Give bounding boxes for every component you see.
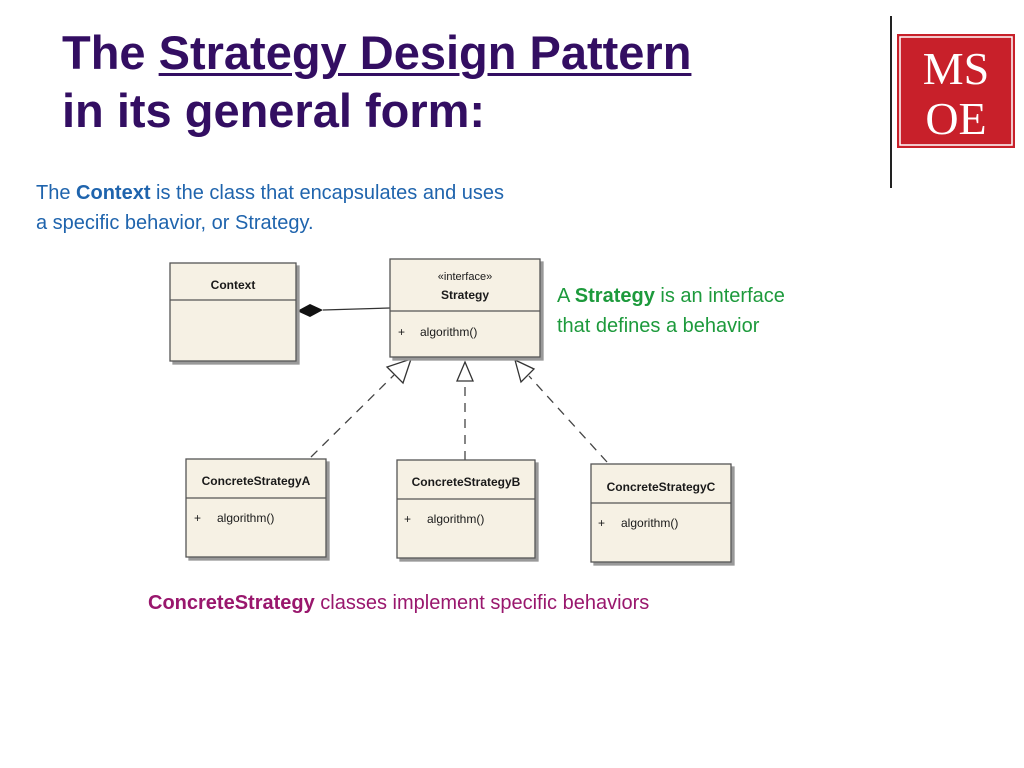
context-caption-pre: The [36, 182, 77, 204]
concrete-strategy-b-operation: algorithm() [427, 512, 484, 526]
concrete-strategy-c-operation: algorithm() [621, 516, 678, 530]
strategy-class-name: Strategy [441, 288, 489, 302]
concrete-strategy-a-operation: algorithm() [217, 511, 274, 525]
context-class-name: Context [211, 278, 256, 292]
strategy-caption-rest: is an interface [654, 285, 785, 307]
composition-link [297, 304, 391, 317]
concrete-strategy-c-op-visibility: + [598, 516, 605, 530]
context-caption-term: Context [76, 182, 151, 204]
concrete-caption: ConcreteStrategy classes implement speci… [148, 588, 848, 618]
concrete-strategy-b-op-visibility: + [404, 512, 411, 526]
realization-link-a [310, 357, 413, 458]
context-class-box: Context [169, 262, 297, 362]
strategy-caption-term: Strategy [574, 285, 655, 307]
strategy-operation: algorithm() [420, 325, 477, 339]
title-line-2: in its general form: [62, 84, 486, 137]
logo-text-top: MS [923, 43, 989, 94]
realization-link-c [514, 358, 608, 463]
context-caption-line-2: a specific behavior, or Strategy. [36, 212, 314, 234]
concrete-caption-rest: classes implement specific behaviors [314, 592, 650, 614]
slide-title: The Strategy Design Pattern in its gener… [62, 24, 691, 140]
concrete-strategy-b-box: ConcreteStrategyB + algorithm() [396, 459, 536, 559]
strategy-caption-pre: A [557, 285, 575, 307]
concrete-strategy-a-box: ConcreteStrategyA + algorithm() [185, 458, 327, 558]
concrete-strategy-a-name: ConcreteStrategyA [202, 474, 311, 488]
context-caption-rest: is the class that encapsulates and uses [150, 182, 505, 204]
header-divider [890, 16, 892, 188]
strategy-op-visibility: + [398, 325, 405, 339]
concrete-strategy-b-name: ConcreteStrategyB [412, 475, 521, 489]
msoe-logo: MS OE [897, 34, 1015, 148]
title-prefix: The [62, 26, 159, 79]
realization-link-b [456, 360, 474, 460]
concrete-strategy-c-box: ConcreteStrategyC + algorithm() [590, 463, 732, 563]
concrete-strategy-a-op-visibility: + [194, 511, 201, 525]
concrete-caption-term: ConcreteStrategy [148, 592, 315, 614]
concrete-strategy-c-name: ConcreteStrategyC [607, 480, 716, 494]
strategy-caption: A Strategy is an interface that defines … [557, 281, 877, 341]
context-caption: The Context is the class that encapsulat… [36, 178, 656, 238]
logo-text-bottom: OE [925, 93, 986, 144]
strategy-caption-line-2: that defines a behavior [557, 315, 760, 337]
strategy-interface-box: «interface» Strategy + algorithm() [389, 258, 541, 358]
strategy-stereotype: «interface» [438, 271, 492, 283]
title-pattern-name: Strategy Design Pattern [158, 26, 692, 79]
